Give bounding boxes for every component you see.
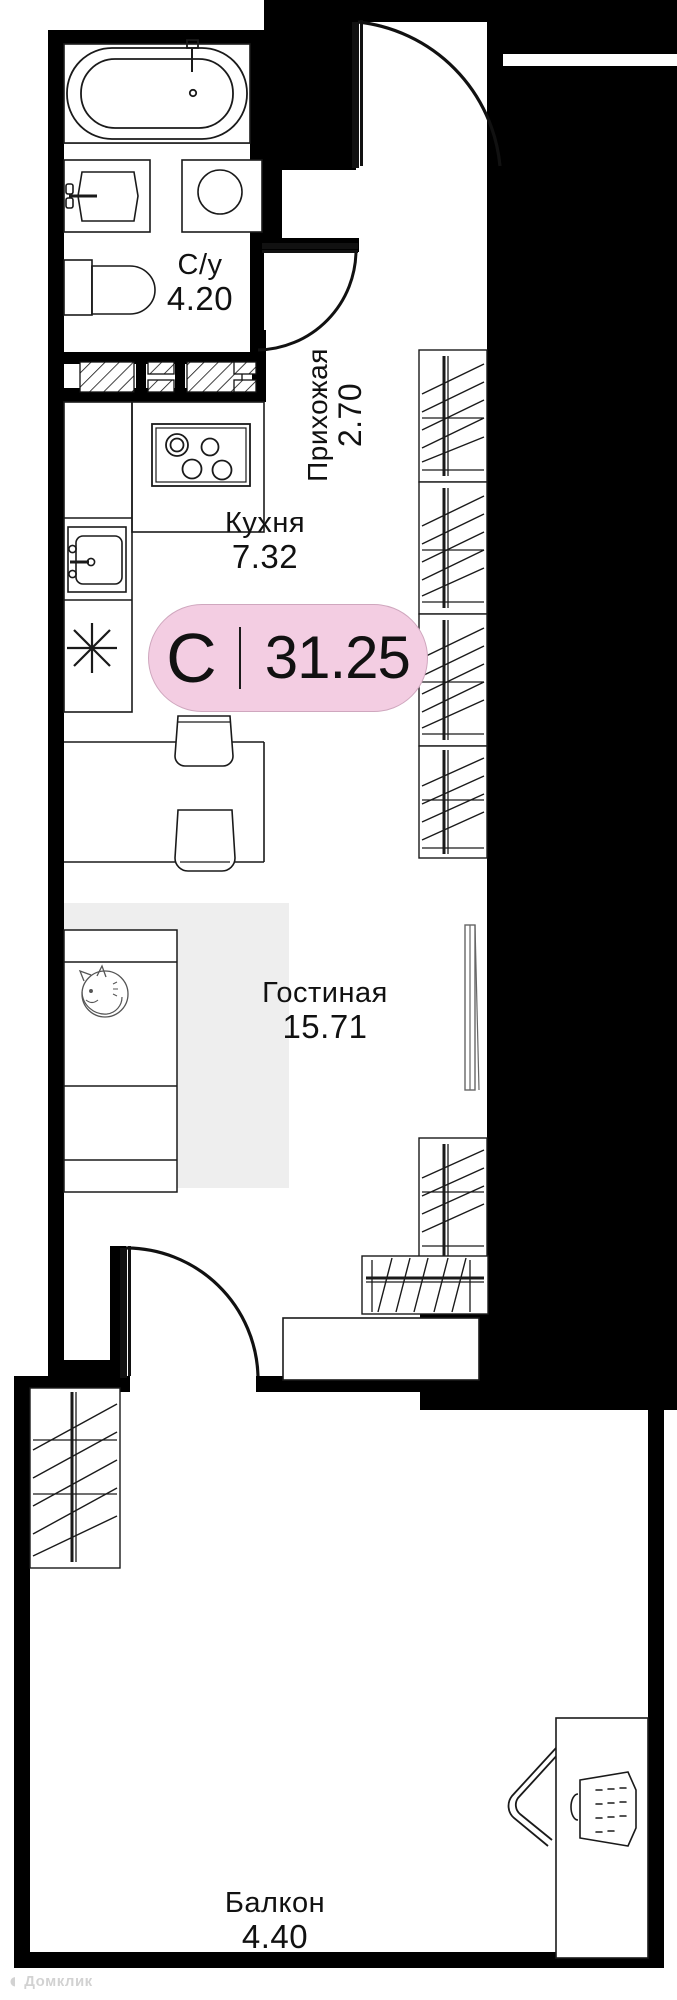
entrance-door	[352, 20, 502, 168]
unit-total-area: 31.25	[264, 624, 411, 691]
balcony-threshold	[282, 1317, 480, 1381]
sofa-icon	[63, 929, 178, 1193]
refrigerator-icon	[67, 623, 117, 673]
window-living-lower	[418, 1137, 488, 1264]
window-balcony-top	[361, 1255, 489, 1315]
window-living-upper	[418, 613, 488, 747]
bathtub-icon	[63, 39, 251, 144]
cooktop-icon	[151, 423, 251, 487]
window-balcony-left	[29, 1387, 121, 1569]
window-kitchen	[418, 481, 488, 615]
side-table-icon	[555, 1717, 649, 1959]
dining-chair-icon	[174, 809, 236, 872]
cat-icon	[78, 964, 129, 1018]
ventilation-shaft-hatch	[79, 361, 257, 393]
washbasin-icon	[63, 159, 151, 233]
washing-machine-icon	[181, 159, 263, 233]
armchair-icon	[507, 1747, 561, 1847]
window-hallway	[418, 349, 488, 483]
badge-separator	[238, 627, 241, 689]
kitchen-sink-icon	[67, 526, 127, 593]
wall-structure	[14, 0, 677, 1968]
window-living-tall	[464, 924, 480, 1091]
unit-area-badge[interactable]: C 31.25	[148, 604, 428, 712]
balcony-door	[120, 1246, 260, 1378]
window-living-mid	[418, 745, 488, 859]
dining-chair-icon	[174, 715, 234, 767]
bathroom-door	[257, 243, 358, 352]
unit-type-letter: C	[166, 619, 217, 697]
toilet-icon	[63, 259, 156, 316]
